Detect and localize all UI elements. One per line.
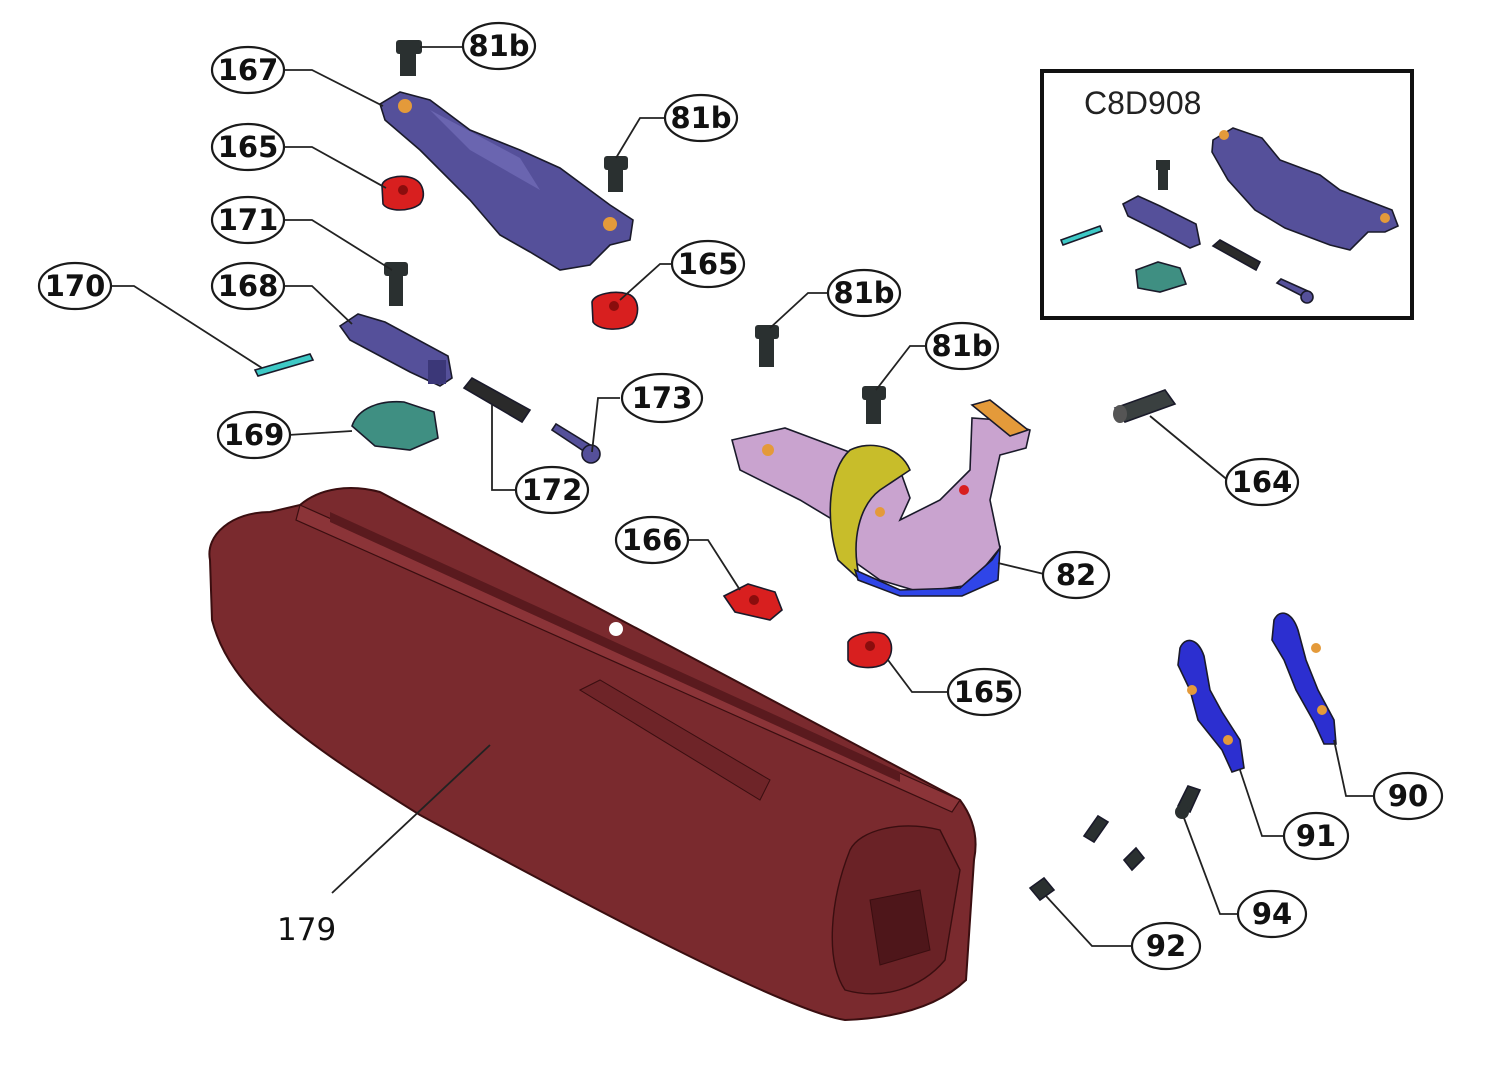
screw-part-171 — [384, 262, 408, 306]
lever-part-90 — [1271, 612, 1337, 745]
callout-label-81b-mid: 81b — [670, 101, 731, 135]
callout-92: 92 — [1130, 921, 1202, 971]
slide-part-167 — [379, 91, 634, 271]
callout-label-165-middle: 165 — [678, 247, 739, 281]
screw-part-81b-right — [755, 325, 779, 367]
nut-part-165-lower — [847, 631, 893, 669]
callout-label-81b-top: 81b — [468, 29, 529, 63]
callout-label-173: 173 — [632, 381, 693, 415]
inset-frame — [1040, 69, 1414, 320]
callout-81b-mid: 81b — [663, 93, 739, 143]
callout-90: 90 — [1372, 771, 1444, 821]
forend-stock-part-179 — [208, 487, 977, 1022]
inset-slide-part — [1211, 127, 1400, 251]
callout-label-90: 90 — [1388, 779, 1428, 813]
callout-label-165-lower: 165 — [954, 675, 1015, 709]
callout-165-lower: 165 — [946, 667, 1022, 717]
callout-164: 164 — [1224, 457, 1300, 507]
callout-label-94: 94 — [1252, 897, 1292, 931]
block-part-168 — [338, 313, 453, 387]
callout-label-164: 164 — [1232, 465, 1293, 499]
callout-label-167: 167 — [218, 53, 279, 87]
screw-part-81b-top — [396, 40, 422, 76]
callout-166: 166 — [614, 515, 690, 565]
callout-81b-lower: 81b — [924, 321, 1000, 371]
callout-170: 170 — [37, 261, 113, 311]
callout-172: 172 — [514, 465, 590, 515]
screw-part-generic-2 — [1122, 846, 1146, 872]
callout-167: 167 — [210, 45, 286, 95]
callout-label-92: 92 — [1146, 929, 1186, 963]
label-179: 179 — [277, 912, 336, 948]
lever-part-91 — [1177, 639, 1245, 773]
callout-81b-right: 81b — [826, 268, 902, 318]
callout-label-171: 171 — [218, 203, 279, 237]
inset-small-screw-part — [1275, 278, 1314, 304]
inset-screw-part — [1156, 160, 1170, 190]
callout-82: 82 — [1041, 550, 1111, 600]
callout-165-middle: 165 — [670, 239, 746, 289]
inset-spring-part — [1211, 239, 1262, 272]
nut-part-165-upper — [381, 175, 425, 211]
callout-label-165-upper: 165 — [218, 130, 279, 164]
callout-168: 168 — [210, 261, 286, 311]
callout-165-upper: 165 — [210, 122, 286, 172]
spring-part-172 — [462, 376, 532, 424]
pin-part-164 — [1113, 389, 1177, 423]
screw-part-81b-lower — [862, 386, 886, 424]
inset-code-label: C8D908 — [1084, 85, 1201, 121]
callout-label-81b-lower: 81b — [931, 329, 992, 363]
callout-label-82: 82 — [1056, 558, 1096, 592]
block-part-166 — [722, 583, 783, 621]
inset-panel: C8D908 — [1040, 69, 1414, 320]
inset-block-part — [1121, 195, 1201, 249]
screw-part-92 — [1028, 876, 1056, 902]
callout-label-91: 91 — [1296, 819, 1336, 853]
callout-169: 169 — [216, 410, 292, 460]
callout-label-170: 170 — [45, 269, 106, 303]
detent-part-169 — [351, 400, 439, 451]
screw-part-81b-mid — [604, 156, 628, 192]
callout-81b-top: 81b — [461, 21, 537, 71]
callout-173: 173 — [620, 372, 704, 424]
trigger-housing-part-82 — [731, 399, 1031, 597]
inset-pin-part — [1059, 224, 1104, 247]
screw-part-generic-1 — [1082, 814, 1110, 844]
callout-94: 94 — [1236, 889, 1308, 939]
leader-179 — [331, 744, 491, 894]
callout-91: 91 — [1282, 811, 1350, 861]
screw-part-94 — [1175, 785, 1202, 819]
inset-detent-part — [1135, 261, 1188, 293]
callout-171: 171 — [210, 195, 286, 245]
callout-label-81b-right: 81b — [833, 276, 894, 310]
pin-part-170 — [253, 353, 315, 377]
callout-label-169: 169 — [224, 418, 285, 452]
callout-label-172: 172 — [522, 473, 583, 507]
callout-label-166: 166 — [622, 523, 683, 557]
nut-part-165-middle — [591, 291, 639, 330]
callout-label-168: 168 — [218, 269, 279, 303]
leader-lines — [110, 46, 1374, 947]
